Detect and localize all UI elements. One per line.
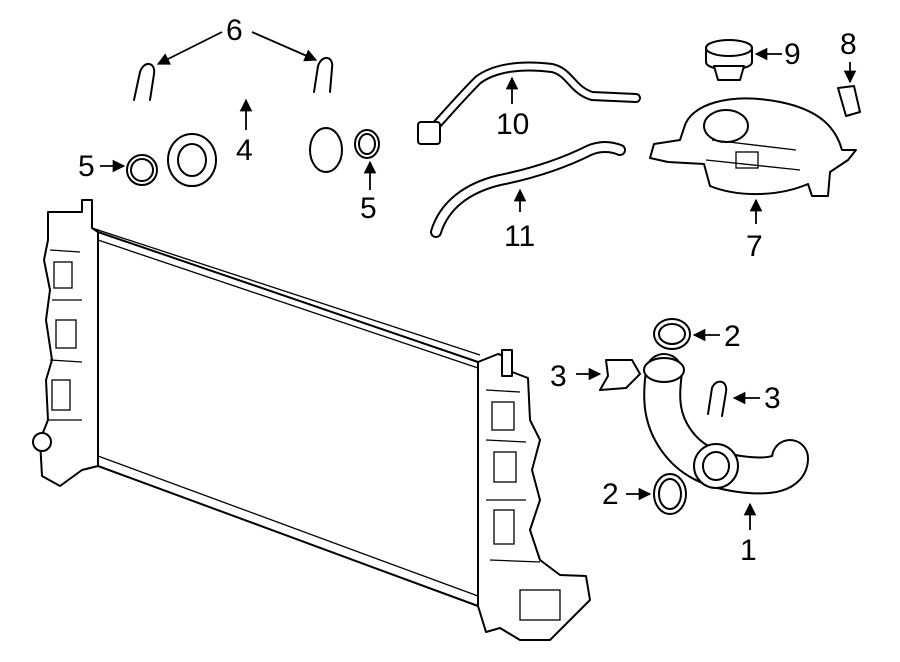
- callout-3-left: 3: [550, 360, 567, 393]
- callout-3-right: 3: [764, 382, 781, 415]
- o-ring-2-top: [653, 318, 691, 350]
- callout-leaders: [100, 31, 857, 530]
- callout-8: 8: [840, 28, 857, 61]
- clamp-3-left: [599, 359, 641, 391]
- o-ring-5-right: [354, 129, 380, 159]
- clip-8: [837, 85, 861, 117]
- reservoir-cap: [705, 39, 753, 81]
- callout-5-left: 5: [78, 150, 95, 183]
- o-ring-2-top-inner: [658, 323, 686, 345]
- lower-radiator-hose: [643, 353, 809, 495]
- callout-10: 10: [496, 108, 529, 141]
- callout-7: 7: [746, 230, 763, 263]
- o-ring-2-bottom-inner: [658, 478, 682, 510]
- callout-4: 4: [236, 134, 253, 167]
- hose-11: [430, 141, 626, 238]
- callout-labels: 6 4 5 5 10 11 9 8 7 2 3 3 2 1: [78, 14, 857, 567]
- callout-5-right: 5: [360, 192, 377, 225]
- o-ring-5-left-inner: [130, 158, 154, 182]
- o-ring-5-left: [126, 154, 158, 186]
- callout-2-bottom: 2: [602, 478, 619, 511]
- callout-9: 9: [784, 38, 801, 71]
- callout-11: 11: [504, 220, 535, 253]
- callout-1: 1: [740, 534, 757, 567]
- o-ring-2-bottom: [653, 473, 687, 515]
- upper-radiator-hose: [167, 54, 347, 187]
- clamp-3-right: [707, 380, 728, 417]
- coolant-reservoir: [649, 97, 857, 197]
- callout-2-top: 2: [724, 320, 741, 353]
- clamp-6-left: [133, 63, 156, 101]
- radiator: [32, 199, 591, 641]
- hose-10: [417, 61, 641, 145]
- callout-6: 6: [226, 14, 243, 47]
- clamp-6-right: [313, 57, 334, 93]
- o-ring-5-right-inner: [358, 133, 376, 155]
